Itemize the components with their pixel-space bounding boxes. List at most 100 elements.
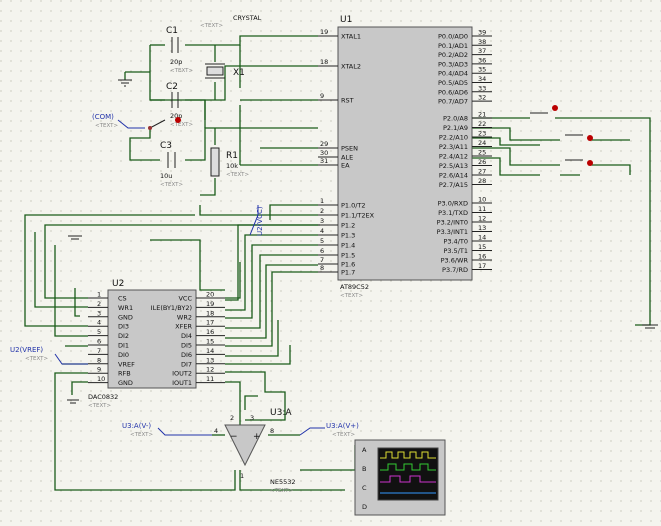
pin-number: 16 [206, 328, 214, 336]
ground-symbol [67, 399, 79, 404]
u1-body[interactable] [337, 26, 473, 281]
pin-name: P3.7/RD [442, 266, 468, 274]
c1-ref: C1 [166, 26, 178, 36]
pin-name: GND [118, 313, 133, 321]
c2-capacitor[interactable]: C2 20p <TEXT> [166, 82, 193, 128]
u1-left-pins: 19XTAL118XTAL29RST29PSEN30ALE31EA1P1.0/T… [318, 28, 375, 277]
pin-name: P1.7 [341, 269, 355, 277]
r1-resistor[interactable]: R1 10k <TEXT> [210, 147, 249, 178]
pin-number: 32 [478, 94, 486, 102]
pin-number: 18 [320, 58, 328, 66]
u3-vplus-label: U3:A(V+) [326, 422, 359, 430]
pin-name: P1.1/T2EX [341, 212, 375, 220]
pin-number: 6 [320, 247, 324, 255]
push-button-3[interactable] [565, 159, 593, 166]
pin-name: IOUT1 [172, 379, 192, 387]
scope-channel-b: B [362, 465, 366, 473]
c2-text: <TEXT> [170, 122, 193, 128]
pin-number: 23 [478, 130, 486, 138]
pin-number: 7 [320, 256, 324, 264]
pin-name: P0.2/AD2 [438, 51, 468, 59]
c1-capacitor[interactable]: C1 20p <TEXT> [166, 26, 193, 74]
pin-number: 10 [97, 375, 105, 383]
opamp-minus: − [230, 432, 238, 442]
pin-name: P0.0/AD0 [438, 33, 468, 41]
pin-number: 36 [478, 56, 486, 64]
pin-number: 3 [97, 309, 101, 317]
oscilloscope[interactable]: A B C D [354, 439, 446, 516]
push-button-1[interactable] [530, 105, 558, 114]
pin-name: CS [118, 295, 127, 303]
u3-opamp[interactable]: U3:A NE5532 <TEXT> − + 2 3 1 4 8 U3:A(V-… [122, 408, 359, 494]
c2-ref: C2 [166, 82, 178, 92]
u2-vref-terminal[interactable]: U2(VREF) <TEXT> [10, 346, 88, 365]
u3-ref: U3:A [270, 408, 292, 418]
pin-number: 10 [478, 196, 486, 204]
u3-pin-vplus: 8 [270, 427, 274, 435]
pin-number: 29 [320, 140, 328, 148]
pin-name: XTAL1 [341, 33, 361, 41]
pin-name: PSEN [341, 145, 358, 153]
pin-number: 27 [478, 168, 486, 176]
pin-number: 14 [478, 234, 486, 242]
pin-number: 12 [206, 366, 214, 374]
pin-number: 31 [320, 157, 328, 165]
push-button-2[interactable] [565, 134, 593, 141]
pin-number: 13 [206, 356, 214, 364]
pin-name: P2.0/A8 [443, 115, 468, 123]
c1-value: 20p [170, 58, 182, 66]
u2-vcc-label: U2(VCC) [256, 206, 264, 236]
vplus-text: <TEXT> [332, 432, 355, 438]
pin-name: P3.0/RXD [438, 200, 468, 208]
pin-name: P2.2/A10 [439, 134, 468, 142]
x1-crystal[interactable]: X1 CRYSTAL <TEXT> [200, 14, 262, 79]
u3-vminus-label: U3:A(V-) [122, 422, 151, 430]
pin-number: 19 [320, 28, 328, 36]
pin-number: 4 [97, 319, 101, 327]
pin-number: 22 [478, 120, 486, 128]
pin-number: 7 [97, 347, 101, 355]
u2-part: DAC0832 [88, 393, 118, 401]
pin-number: 28 [478, 177, 486, 185]
pin-number: 3 [320, 217, 324, 225]
reset-button[interactable]: (COM) <TEXT> [92, 113, 181, 130]
pin-number: 2 [97, 300, 101, 308]
pin-name: XFER [175, 323, 192, 331]
pin-number: 18 [206, 309, 214, 317]
pin-name: P1.3 [341, 232, 355, 240]
u2-body[interactable] [107, 289, 197, 389]
u3-pin-minus: 2 [230, 414, 234, 422]
u1-mcu[interactable]: U1 AT89C52 <TEXT> 19XTAL118XTAL29RST29PS… [318, 15, 492, 299]
pin-name: P1.6 [341, 261, 355, 269]
pin-number: 9 [97, 366, 101, 374]
pin-name: XTAL2 [341, 63, 361, 71]
u2-ref: U2 [112, 279, 124, 289]
pin-name: P3.4/T0 [443, 238, 468, 246]
c3-value: 10u [160, 172, 172, 180]
u2-vref-label: U2(VREF) [10, 346, 43, 354]
pin-number: 5 [97, 328, 101, 336]
pin-name: P2.5/A13 [439, 162, 468, 170]
opamp-plus: + [253, 432, 261, 442]
pin-number: 8 [97, 356, 101, 364]
pin-number: 26 [478, 158, 486, 166]
pin-name: P3.6/WR [441, 257, 469, 265]
pin-number: 37 [478, 47, 486, 55]
pin-number: 9 [320, 92, 324, 100]
pin-name: DI0 [118, 351, 129, 359]
pin-name: P0.7/AD7 [438, 98, 468, 106]
pin-name: P0.6/AD6 [438, 88, 468, 96]
ground-symbol [68, 235, 82, 240]
pin-number: 15 [478, 243, 486, 251]
pin-number: 13 [478, 224, 486, 232]
u2-vcc-terminal[interactable]: U2(VCC) [249, 205, 264, 236]
u1-ref: U1 [340, 15, 352, 25]
c3-capacitor[interactable]: C3 10u <TEXT> [160, 141, 183, 188]
pin-number: 30 [320, 149, 328, 157]
pin-name: EA [341, 162, 350, 170]
u2-right-pins: 20VCC19ILE(BY1/BY2)18WR217XFER16DI415DI5… [151, 291, 225, 387]
pin-number: 11 [478, 205, 486, 213]
c2-value: 20p [170, 112, 182, 120]
